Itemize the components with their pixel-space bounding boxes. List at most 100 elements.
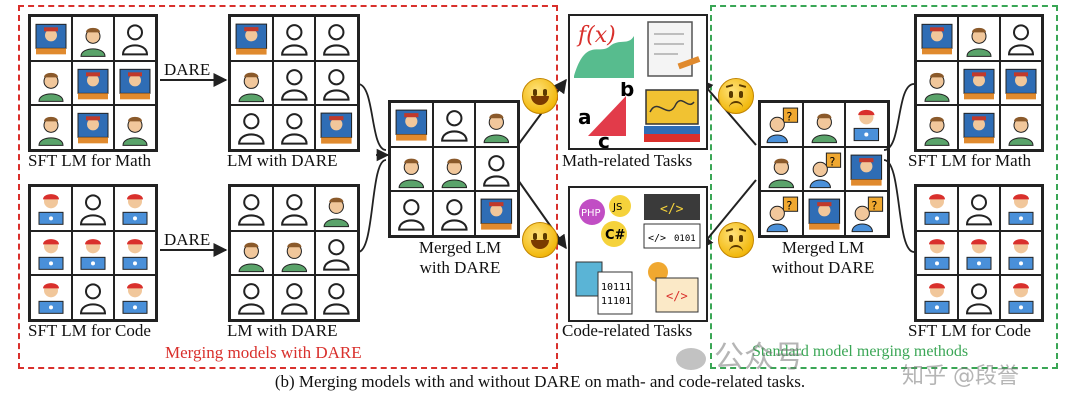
bracket-top	[357, 83, 387, 151]
empty-neuron-icon	[72, 275, 114, 320]
svg-text:?: ?	[829, 155, 835, 168]
empty-neuron-icon	[432, 102, 476, 147]
math-tasks-box: f(x) a b c	[568, 14, 708, 150]
sft-code-right-label: SFT LM for Code	[908, 321, 1031, 340]
code-tasks-label: Code-related Tasks	[562, 321, 693, 340]
svg-text:c: c	[598, 129, 610, 148]
sft-math-label: SFT LM for Math	[28, 151, 151, 170]
svg-text:0101: 0101	[674, 234, 696, 244]
sad-emoji-code	[718, 222, 754, 258]
person-icon	[760, 146, 803, 192]
empty-neuron-icon	[432, 191, 476, 236]
svg-text:?: ?	[786, 110, 792, 123]
languages-icon: PHP JS C#	[570, 188, 638, 254]
empty-neuron-icon	[958, 275, 1000, 320]
standard-group-title: Standard model merging methods	[752, 343, 969, 360]
person-icon	[958, 60, 1000, 106]
bracket-right-bottom	[883, 159, 915, 253]
person-icon	[230, 16, 273, 61]
person-icon	[230, 230, 273, 276]
person-icon	[30, 60, 72, 106]
person-icon	[475, 102, 518, 147]
empty-neuron-icon	[315, 230, 358, 276]
person-icon	[916, 275, 958, 320]
sft-code-label: SFT LM for Code	[28, 321, 151, 340]
person-icon	[390, 146, 433, 192]
empty-neuron-icon	[958, 186, 1000, 231]
person-icon	[916, 186, 958, 231]
person-icon	[916, 230, 958, 276]
merged-dare-label-1: Merged LM	[418, 238, 502, 257]
person-icon	[114, 105, 156, 150]
wechat-icon	[676, 347, 706, 370]
function-graph-icon: f(x)	[570, 16, 638, 82]
person-icon	[916, 105, 958, 150]
dare-arrow-label-bottom: DARE	[164, 230, 211, 249]
person-icon	[1000, 186, 1042, 231]
svg-text:</>: </>	[648, 233, 666, 244]
standard-merging-group-box	[710, 5, 1058, 369]
person-icon	[1000, 230, 1042, 276]
arrow-dare-to-code	[517, 179, 567, 250]
svg-text:?: ?	[786, 200, 792, 213]
person-icon	[114, 186, 156, 231]
person-icon	[114, 60, 156, 106]
person-icon	[916, 60, 958, 106]
lm-dare-bottom-label: LM with DARE	[227, 321, 338, 340]
person-icon	[1000, 60, 1042, 106]
empty-neuron-icon	[272, 186, 316, 231]
person-icon	[72, 60, 114, 106]
code-scroll-icon: </>	[638, 254, 706, 320]
empty-neuron-icon	[315, 16, 358, 61]
merged-nodare-label-1: Merged LM	[781, 238, 865, 257]
empty-neuron-icon	[1000, 16, 1042, 61]
lm-dare-code-grid	[228, 184, 360, 322]
person-icon	[916, 16, 958, 61]
person-icon	[114, 230, 156, 276]
person-icon	[72, 16, 114, 61]
svg-text:PHP: PHP	[581, 208, 601, 219]
person-icon	[72, 230, 114, 276]
svg-text:JS: JS	[612, 202, 622, 213]
person-icon	[114, 275, 156, 320]
person-icon	[72, 105, 114, 150]
person-icon	[958, 16, 1000, 61]
empty-neuron-icon	[72, 186, 114, 231]
empty-neuron-icon	[230, 275, 273, 320]
svg-text:a: a	[578, 105, 592, 129]
happy-emoji-math	[522, 78, 558, 114]
merged-dare-grid	[388, 100, 520, 238]
svg-text:?: ?	[872, 200, 878, 213]
watermark-line1: 公众号	[676, 332, 804, 376]
empty-neuron-icon	[114, 16, 156, 61]
svg-text:11101: 11101	[601, 296, 631, 307]
code-tasks-box: PHP JS C# </> </> 0101 10111 11101 </>	[568, 186, 708, 322]
person-icon	[845, 102, 888, 147]
math-book-icon	[638, 82, 706, 148]
empty-neuron-icon	[475, 146, 518, 192]
sft-code-right-grid	[914, 184, 1044, 322]
empty-neuron-icon	[390, 191, 433, 236]
person-icon: ?	[802, 146, 846, 192]
merged-nodare-grid: ????	[758, 100, 890, 238]
bracket-bottom	[357, 159, 387, 253]
person-icon	[30, 105, 72, 150]
arrow-nodare-to-code	[699, 179, 757, 250]
person-icon	[272, 230, 316, 276]
person-icon	[432, 146, 476, 192]
person-icon	[30, 16, 72, 61]
person-icon	[30, 186, 72, 231]
math-tasks-label: Math-related Tasks	[562, 151, 693, 170]
math-paper-icon	[638, 16, 706, 82]
person-icon	[30, 275, 72, 320]
code-window-icon: </> </> 0101	[638, 188, 706, 254]
person-icon	[958, 105, 1000, 150]
empty-neuron-icon	[272, 60, 316, 106]
person-icon	[315, 186, 358, 231]
svg-text:</>: </>	[666, 289, 688, 303]
dare-group-title: Merging models with DARE	[165, 343, 362, 362]
person-icon	[390, 102, 433, 147]
empty-neuron-icon	[230, 186, 273, 231]
dare-arrow-label-top: DARE	[164, 60, 211, 79]
